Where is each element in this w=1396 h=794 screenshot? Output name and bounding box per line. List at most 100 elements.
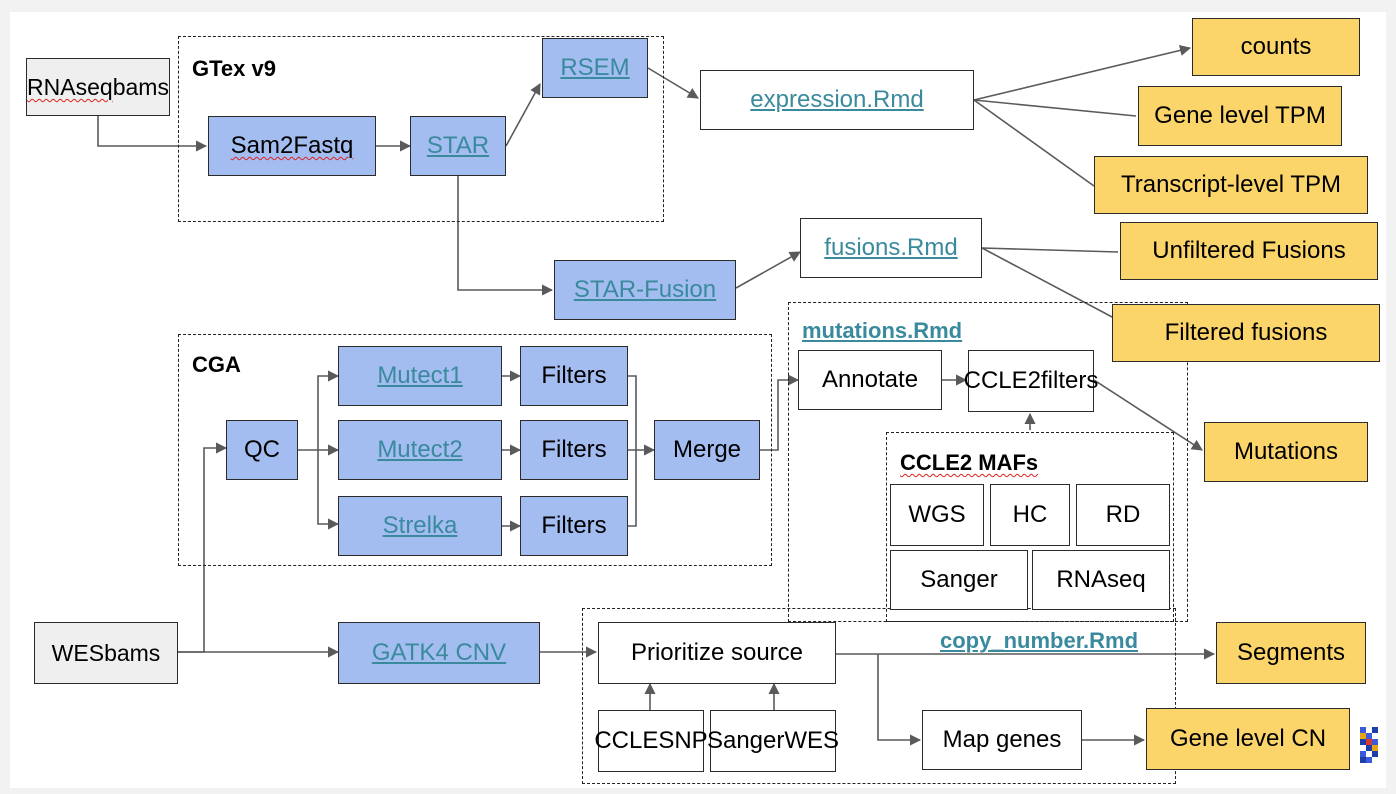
output-gene-level-cn: Gene level CN bbox=[1146, 708, 1350, 770]
sam2fastq-step: Sam2Fastq bbox=[208, 116, 376, 176]
output-transcript-level-tpm-label: Transcript-level TPM bbox=[1120, 171, 1342, 199]
ccle-snp-source: CCLESNP bbox=[594, 710, 708, 772]
arrow-prioritize-to-map-genes bbox=[877, 654, 922, 746]
mutect1-link[interactable]: Mutect1 bbox=[377, 362, 463, 390]
output-mutations: Mutations bbox=[1204, 422, 1368, 482]
mutect2-link[interactable]: Mutect2 bbox=[377, 436, 463, 464]
filters-label-1: Filters bbox=[541, 362, 607, 390]
line-expression-to-transcript-tpm bbox=[973, 99, 1095, 187]
arrow-rnaseq-to-sam2fastq bbox=[97, 116, 208, 152]
gatk4-cnv-link[interactable]: GATK4 CNV bbox=[371, 639, 507, 667]
mutations-region-label[interactable]: mutations.Rmd bbox=[802, 318, 963, 343]
arrow-qc-to-mutect1 bbox=[317, 370, 340, 450]
maf-source-wgs: WGS bbox=[890, 484, 984, 546]
maf-source-rnaseq: RNAseq bbox=[1032, 550, 1170, 610]
star-fusion-step[interactable]: STAR-Fusion bbox=[554, 260, 736, 320]
arrow-ccle2-filters-to-mutations bbox=[1093, 379, 1203, 451]
arrow-qc-to-strelka bbox=[317, 450, 340, 530]
rsem-link[interactable]: RSEM bbox=[560, 54, 630, 82]
arrow-star-fusion-to-fusions bbox=[735, 251, 801, 289]
maf-source-rd: RD bbox=[1076, 484, 1170, 546]
prioritize-source-step: Prioritize source bbox=[598, 622, 836, 684]
output-counts: counts bbox=[1192, 18, 1360, 76]
mutect1-step[interactable]: Mutect1 bbox=[338, 346, 502, 406]
arrow-star-to-rsem bbox=[505, 83, 541, 147]
maf-source-sanger-label: Sanger bbox=[920, 566, 998, 594]
line-expression-to-gene-tpm bbox=[973, 99, 1137, 117]
maf-source-rnaseq-label: RNAseq bbox=[1056, 566, 1146, 594]
merge-label: Merge bbox=[672, 436, 742, 464]
wes-bams-line1: WES bbox=[51, 639, 105, 666]
ccle-snp-line1: CCLE bbox=[594, 727, 659, 755]
prioritize-source-label: Prioritize source bbox=[630, 639, 804, 667]
maf-source-sanger: Sanger bbox=[890, 550, 1028, 610]
output-gene-level-cn-label: Gene level CN bbox=[1169, 725, 1327, 753]
filters-label-3: Filters bbox=[541, 512, 607, 540]
line-fusions-to-unfiltered bbox=[981, 247, 1119, 253]
arrow-star-to-star-fusion bbox=[457, 176, 554, 296]
sanger-wes-line1: Sanger bbox=[706, 727, 785, 755]
fusions-rmd-link[interactable]: fusions.Rmd bbox=[824, 234, 958, 262]
gatk4-cnv-step[interactable]: GATK4 CNV bbox=[338, 622, 540, 684]
annotate-step: Annotate bbox=[798, 350, 942, 410]
maf-source-wgs-label: WGS bbox=[908, 501, 966, 529]
pipeline-diagram: GTex v9 CGA mutations.Rmd CCLE2 MAFs cop… bbox=[10, 12, 1386, 788]
line-fusions-to-filtered bbox=[981, 247, 1115, 319]
wes-bams-input: WESbams bbox=[34, 622, 178, 684]
cga-region bbox=[178, 334, 772, 566]
sam2fastq-label: Sam2Fastq bbox=[230, 132, 354, 160]
strelka-link[interactable]: Strelka bbox=[382, 512, 458, 540]
maf-source-hc-label: HC bbox=[1012, 501, 1048, 529]
output-unfiltered-fusions-label: Unfiltered Fusions bbox=[1152, 237, 1346, 265]
ccle2-mafs-region bbox=[886, 432, 1174, 622]
map-genes-step: Map genes bbox=[922, 710, 1082, 770]
filters-step-1: Filters bbox=[520, 346, 628, 406]
arrow-rsem-to-expression bbox=[647, 67, 699, 99]
copy-number-region-label[interactable]: copy_number.Rmd bbox=[940, 628, 1139, 653]
wes-bams-line2: bams bbox=[104, 639, 161, 666]
sanger-wes-line2: WES bbox=[784, 727, 840, 755]
maf-source-hc: HC bbox=[990, 484, 1070, 546]
sanger-wes-source: SangerWES bbox=[706, 710, 840, 772]
arrow-expression-to-counts bbox=[973, 44, 1192, 101]
rnaseq-bams-line1: RNAseq bbox=[27, 73, 113, 100]
line-filters1-to-merge bbox=[628, 375, 637, 527]
output-filtered-fusions: Filtered fusions bbox=[1112, 304, 1380, 362]
rnaseq-bams-input: RNAseqbams bbox=[26, 58, 170, 116]
expression-rmd-box[interactable]: expression.Rmd bbox=[700, 70, 974, 130]
copy-number-region bbox=[582, 608, 1176, 784]
rnaseq-bams-line2: bams bbox=[112, 73, 169, 100]
filters-step-2: Filters bbox=[520, 420, 628, 480]
filters-step-3: Filters bbox=[520, 496, 628, 556]
fusions-rmd-box[interactable]: fusions.Rmd bbox=[800, 218, 982, 278]
qc-step: QC bbox=[226, 420, 298, 480]
output-transcript-level-tpm: Transcript-level TPM bbox=[1094, 156, 1368, 214]
output-mutations-label: Mutations bbox=[1233, 438, 1339, 466]
output-unfiltered-fusions: Unfiltered Fusions bbox=[1120, 222, 1378, 280]
star-step[interactable]: STAR bbox=[410, 116, 506, 176]
cga-region-label: CGA bbox=[192, 352, 241, 377]
gtex-region bbox=[178, 36, 664, 222]
star-fusion-link[interactable]: STAR-Fusion bbox=[573, 276, 717, 304]
qc-label: QC bbox=[244, 436, 280, 464]
output-filtered-fusions-label: Filtered fusions bbox=[1164, 319, 1328, 347]
ccle-snp-line2: SNP bbox=[658, 727, 708, 755]
mutect2-step[interactable]: Mutect2 bbox=[338, 420, 502, 480]
ccle2-filters-step: CCLE2filters bbox=[964, 350, 1098, 412]
merge-step: Merge bbox=[654, 420, 760, 480]
strelka-step[interactable]: Strelka bbox=[338, 496, 502, 556]
ccle2-filters-line2: filters bbox=[1041, 367, 1099, 395]
filters-label-2: Filters bbox=[541, 436, 607, 464]
output-counts-label: counts bbox=[1240, 33, 1312, 61]
rsem-step[interactable]: RSEM bbox=[542, 38, 648, 98]
annotate-label: Annotate bbox=[821, 366, 919, 394]
ccle2-filters-line1: CCLE2 bbox=[963, 367, 1042, 395]
expression-rmd-link[interactable]: expression.Rmd bbox=[750, 86, 924, 114]
ccle2-mafs-region-label: CCLE2 MAFs bbox=[900, 450, 1039, 475]
mosaic-icon bbox=[1360, 727, 1378, 767]
output-segments: Segments bbox=[1216, 622, 1366, 684]
output-gene-level-tpm-label: Gene level TPM bbox=[1154, 102, 1326, 130]
output-gene-level-tpm: Gene level TPM bbox=[1138, 86, 1342, 146]
star-link[interactable]: STAR bbox=[426, 132, 490, 160]
gtex-region-label: GTex v9 bbox=[192, 56, 276, 81]
